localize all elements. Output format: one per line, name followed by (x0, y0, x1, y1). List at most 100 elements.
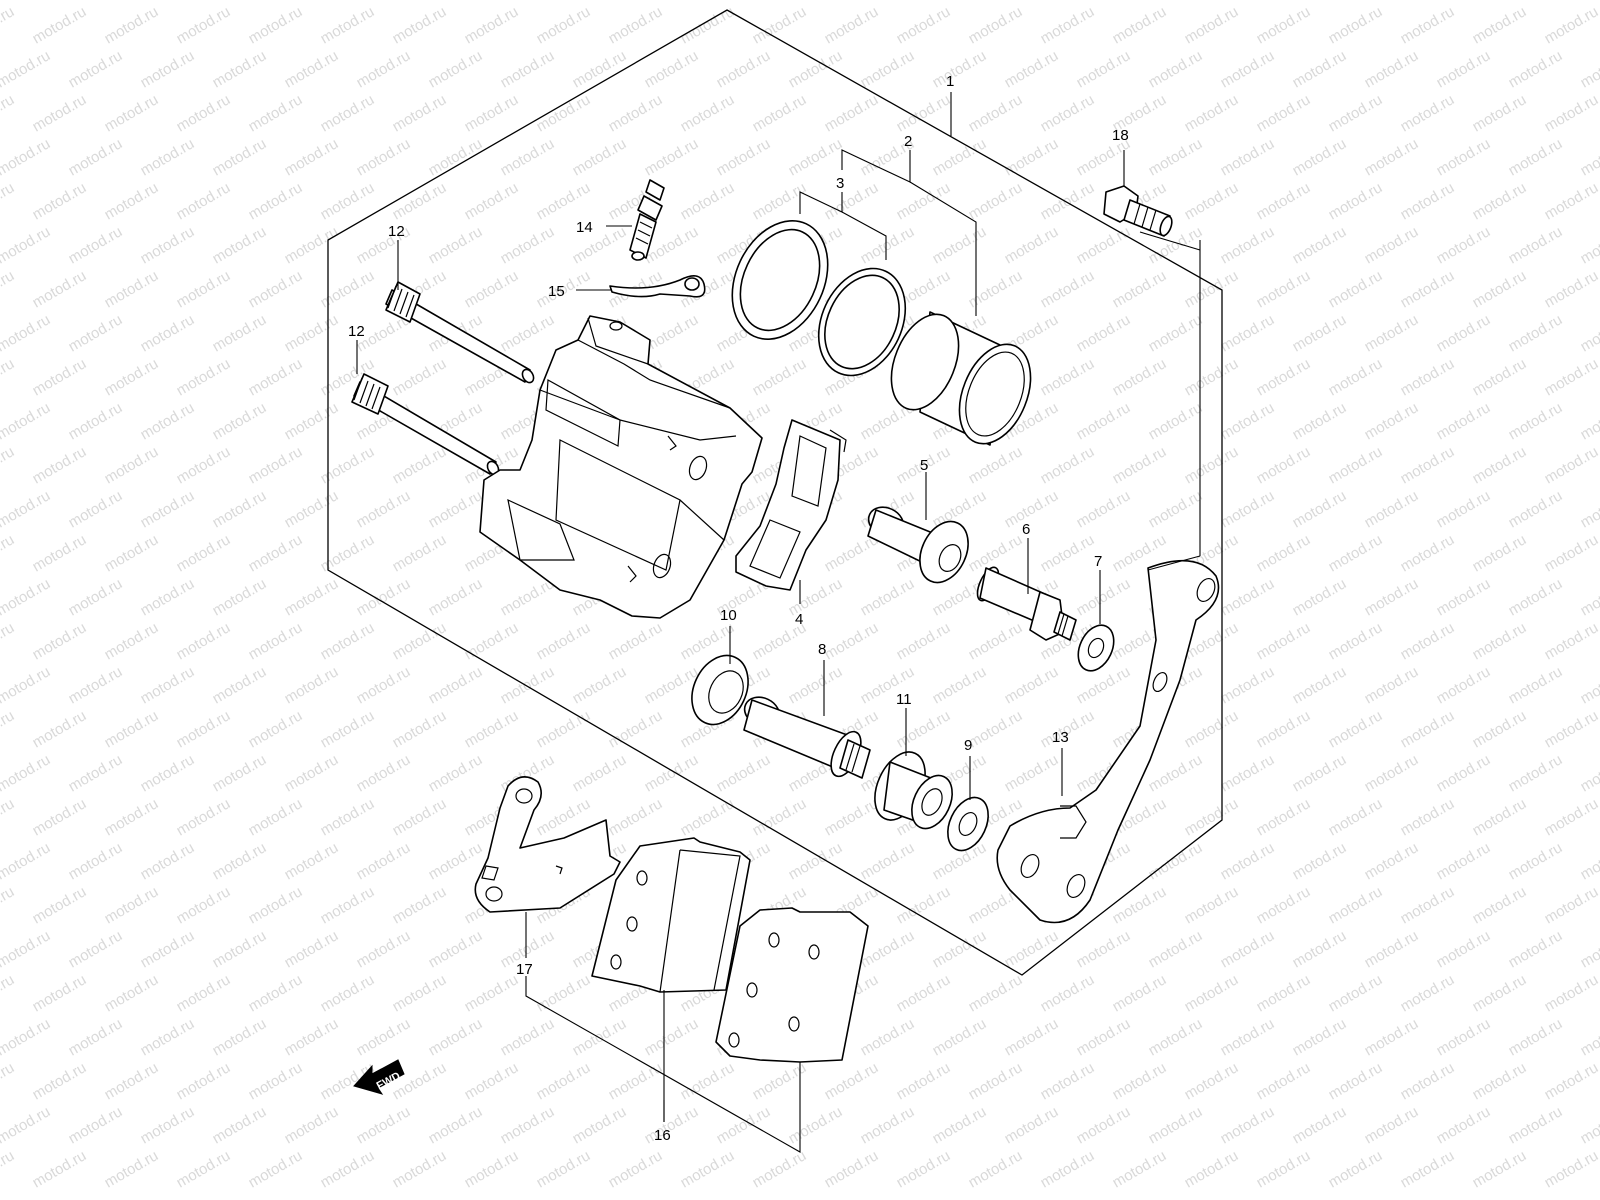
watermark-text: motod.ru (174, 883, 234, 927)
watermark-text: motod.ru (966, 3, 1026, 47)
watermark-text: motod.ru (1398, 3, 1458, 47)
watermark-text: motod.ru (498, 0, 558, 3)
watermark-text: motod.ru (606, 3, 666, 47)
watermark-text: motod.ru (174, 971, 234, 1015)
watermark-text: motod.ru (1290, 487, 1350, 531)
watermark-text: motod.ru (1578, 47, 1600, 91)
watermark-text: motod.ru (1146, 751, 1206, 795)
watermark-text: motod.ru (210, 135, 270, 179)
watermark-text: motod.ru (246, 971, 306, 1015)
watermark-text: motod.ru (1578, 927, 1600, 971)
watermark-text: motod.ru (246, 179, 306, 223)
watermark-text: motod.ru (354, 1015, 414, 1059)
caliper-bracket (996, 559, 1220, 924)
watermark-text: motod.ru (0, 1147, 17, 1191)
watermark-text: motod.ru (498, 1103, 558, 1147)
watermark-text: motod.ru (282, 575, 342, 619)
watermark-text: motod.ru (1254, 91, 1314, 135)
watermark-text: motod.ru (1038, 971, 1098, 1015)
watermark-text: motod.ru (1578, 0, 1600, 3)
watermark-text: motod.ru (210, 47, 270, 91)
watermark-text: motod.ru (858, 47, 918, 91)
watermark-text: motod.ru (0, 91, 17, 135)
watermark-text: motod.ru (894, 3, 954, 47)
pin-boot-large (874, 751, 953, 830)
watermark-text: motod.ru (1578, 223, 1600, 267)
caliper-bolt (976, 566, 1077, 641)
watermark-text: motod.ru (318, 443, 378, 487)
watermark-text: motod.ru (1326, 355, 1386, 399)
watermark-text: motod.ru (498, 135, 558, 179)
watermark-text: motod.ru (1254, 619, 1314, 663)
watermark-text: motod.ru (1434, 927, 1494, 971)
watermark-text: motod.ru (1146, 927, 1206, 971)
watermark-text: motod.ru (1254, 971, 1314, 1015)
watermark-text: motod.ru (174, 91, 234, 135)
watermark-text: motod.ru (66, 1103, 126, 1147)
watermark-text: motod.ru (1254, 1059, 1314, 1103)
mounting-bolt (1103, 185, 1173, 237)
watermark-text: motod.ru (354, 135, 414, 179)
watermark-text: motod.ru (1290, 751, 1350, 795)
watermark-text: motod.ru (66, 839, 126, 883)
brake-pad-inner (591, 837, 751, 993)
watermark-text: motod.ru (858, 1103, 918, 1147)
watermark-text: motod.ru (1470, 1059, 1530, 1103)
watermark-text: motod.ru (174, 531, 234, 575)
watermark-text: motod.ru (1434, 487, 1494, 531)
watermark-text: motod.ru (1182, 1059, 1242, 1103)
callout-9: 9 (964, 737, 972, 754)
watermark-text: motod.ru (1362, 223, 1422, 267)
callout-4: 4 (795, 611, 803, 628)
watermark-text: motod.ru (426, 487, 486, 531)
watermark-text: motod.ru (102, 355, 162, 399)
callout-2: 2 (904, 133, 912, 150)
watermark-text: motod.ru (966, 1059, 1026, 1103)
watermark-text: motod.ru (1506, 47, 1566, 91)
watermark-text: motod.ru (390, 179, 450, 223)
brake-pad-outer (715, 907, 869, 1063)
watermark-text: motod.ru (102, 179, 162, 223)
watermark-text: motod.ru (1542, 1059, 1600, 1103)
watermark-text: motod.ru (1254, 883, 1314, 927)
assembly-frame (327, 9, 1223, 976)
watermark-text: motod.ru (894, 91, 954, 135)
watermark-text: motod.ru (66, 311, 126, 355)
watermark-text: motod.ru (1398, 1147, 1458, 1191)
watermark-text: motod.ru (894, 971, 954, 1015)
watermark-text: motod.ru (318, 531, 378, 575)
watermark-text: motod.ru (462, 3, 522, 47)
watermark-text: motod.ru (1506, 575, 1566, 619)
watermark-text: motod.ru (138, 927, 198, 971)
watermark-text: motod.ru (498, 663, 558, 707)
callout-11: 11 (896, 691, 912, 708)
watermark-text: motod.ru (498, 1015, 558, 1059)
watermark-text: motod.ru (1506, 0, 1566, 3)
watermark-text: motod.ru (246, 355, 306, 399)
watermark-text: motod.ru (606, 1059, 666, 1103)
watermark-text: motod.ru (714, 135, 774, 179)
watermark-text: motod.ru (1074, 0, 1134, 3)
watermark-text: motod.ru (858, 223, 918, 267)
watermark-text: motod.ru (102, 91, 162, 135)
watermark-text: motod.ru (1578, 135, 1600, 179)
watermark-text: motod.ru (354, 927, 414, 971)
watermark-text: motod.ru (1398, 443, 1458, 487)
watermark-text: motod.ru (246, 1059, 306, 1103)
watermark-text: motod.ru (1326, 1059, 1386, 1103)
watermark-text: motod.ru (138, 135, 198, 179)
watermark-text: motod.ru (174, 1147, 234, 1191)
watermark-text: motod.ru (282, 839, 342, 883)
watermark-text: motod.ru (138, 487, 198, 531)
watermark-text: motod.ru (1218, 0, 1278, 3)
watermark-text: motod.ru (534, 971, 594, 1015)
watermark-text: motod.ru (1218, 839, 1278, 883)
washer-large (947, 796, 989, 852)
watermark-text: motod.ru (1398, 91, 1458, 135)
watermark-text: motod.ru (1254, 707, 1314, 751)
watermark-text: motod.ru (1542, 355, 1600, 399)
watermark-text: motod.ru (462, 91, 522, 135)
watermark-text: motod.ru (1362, 135, 1422, 179)
watermark-text: motod.ru (1002, 1015, 1062, 1059)
watermark-text: motod.ru (1146, 47, 1206, 91)
